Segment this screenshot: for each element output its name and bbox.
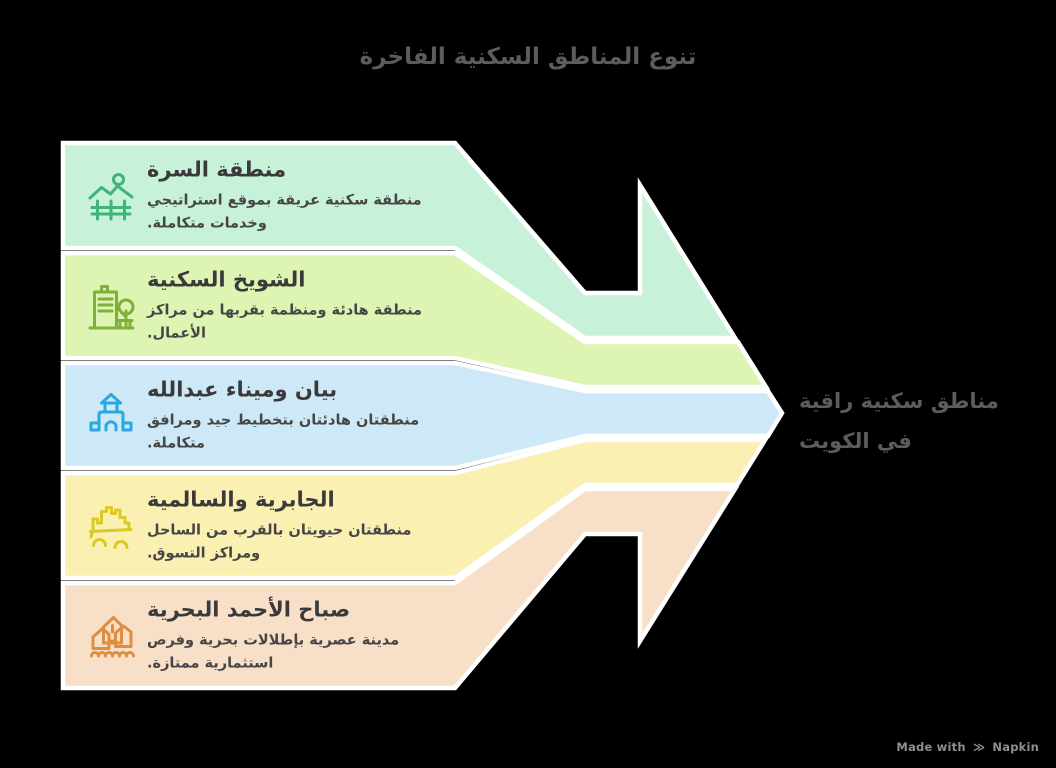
band-title: منطقة السرة <box>147 156 287 181</box>
conclusion-line-2: في الكويت <box>799 429 912 453</box>
band-description: منطقتان هادئتان بتخطيط جيد ومرافق متكامل… <box>147 412 420 452</box>
conclusion-text: مناطق سكنية راقية في الكويت <box>799 381 1019 461</box>
band-description: منطقة سكنية عريقة بموقع استراتيجي وخدمات… <box>147 192 422 232</box>
skyline-coast-icon <box>85 500 137 552</box>
band-description: منطقة هادئة ومنظمة بقربها من مراكز الأعم… <box>147 302 423 342</box>
band-title: بيان وميناء عبدالله <box>147 376 338 401</box>
band-title: الشويخ السكنية <box>147 266 306 291</box>
ribbon-shape-2 <box>60 250 771 390</box>
band-item-bayan-mina-abdullah: بيان وميناء عبدالله منطقتان هادئتان بتخط… <box>85 363 458 468</box>
ribbon-shape-4 <box>60 437 770 581</box>
seaside-houses-icon <box>85 610 137 662</box>
napkin-logo-icon: ≫ <box>972 740 986 754</box>
watermark-text: Made with <box>896 740 966 754</box>
band-description: مدينة عصرية بإطلالات بحرية وفرص استثماري… <box>147 632 400 672</box>
band-title: صباح الأحمد البحرية <box>147 596 351 621</box>
watermark-brand: Napkin <box>992 740 1039 754</box>
landscape-fence-icon <box>85 170 137 222</box>
ribbon-shape-5 <box>60 486 740 691</box>
page-title: تنوع المناطق السكنية الفاخرة <box>359 44 697 70</box>
band-item-shuwaikh: الشويخ السكنية منطقة هادئة ومنظمة بقربها… <box>85 253 458 358</box>
band-item-jabriya-salmiya: الجابرية والسالمية منطقتان حيويتان بالقر… <box>85 473 458 578</box>
conclusion-line-1: مناطق سكنية راقية <box>799 389 999 413</box>
ribbon-shape-1 <box>60 140 740 341</box>
watermark: Made with ≫ Napkin <box>896 740 1039 754</box>
band-description: منطقتان حيويتان بالقرب من الساحل ومراكز … <box>147 522 412 562</box>
building-tree-icon <box>85 280 137 332</box>
ribbon-shape-3 <box>60 360 785 471</box>
band-item-sabah-alahmad: صباح الأحمد البحرية مدينة عصرية بإطلالات… <box>85 583 458 688</box>
domed-building-icon <box>85 390 137 442</box>
band-title: الجابرية والسالمية <box>147 486 335 511</box>
band-item-alsurra: منطقة السرة منطقة سكنية عريقة بموقع استر… <box>85 143 458 248</box>
